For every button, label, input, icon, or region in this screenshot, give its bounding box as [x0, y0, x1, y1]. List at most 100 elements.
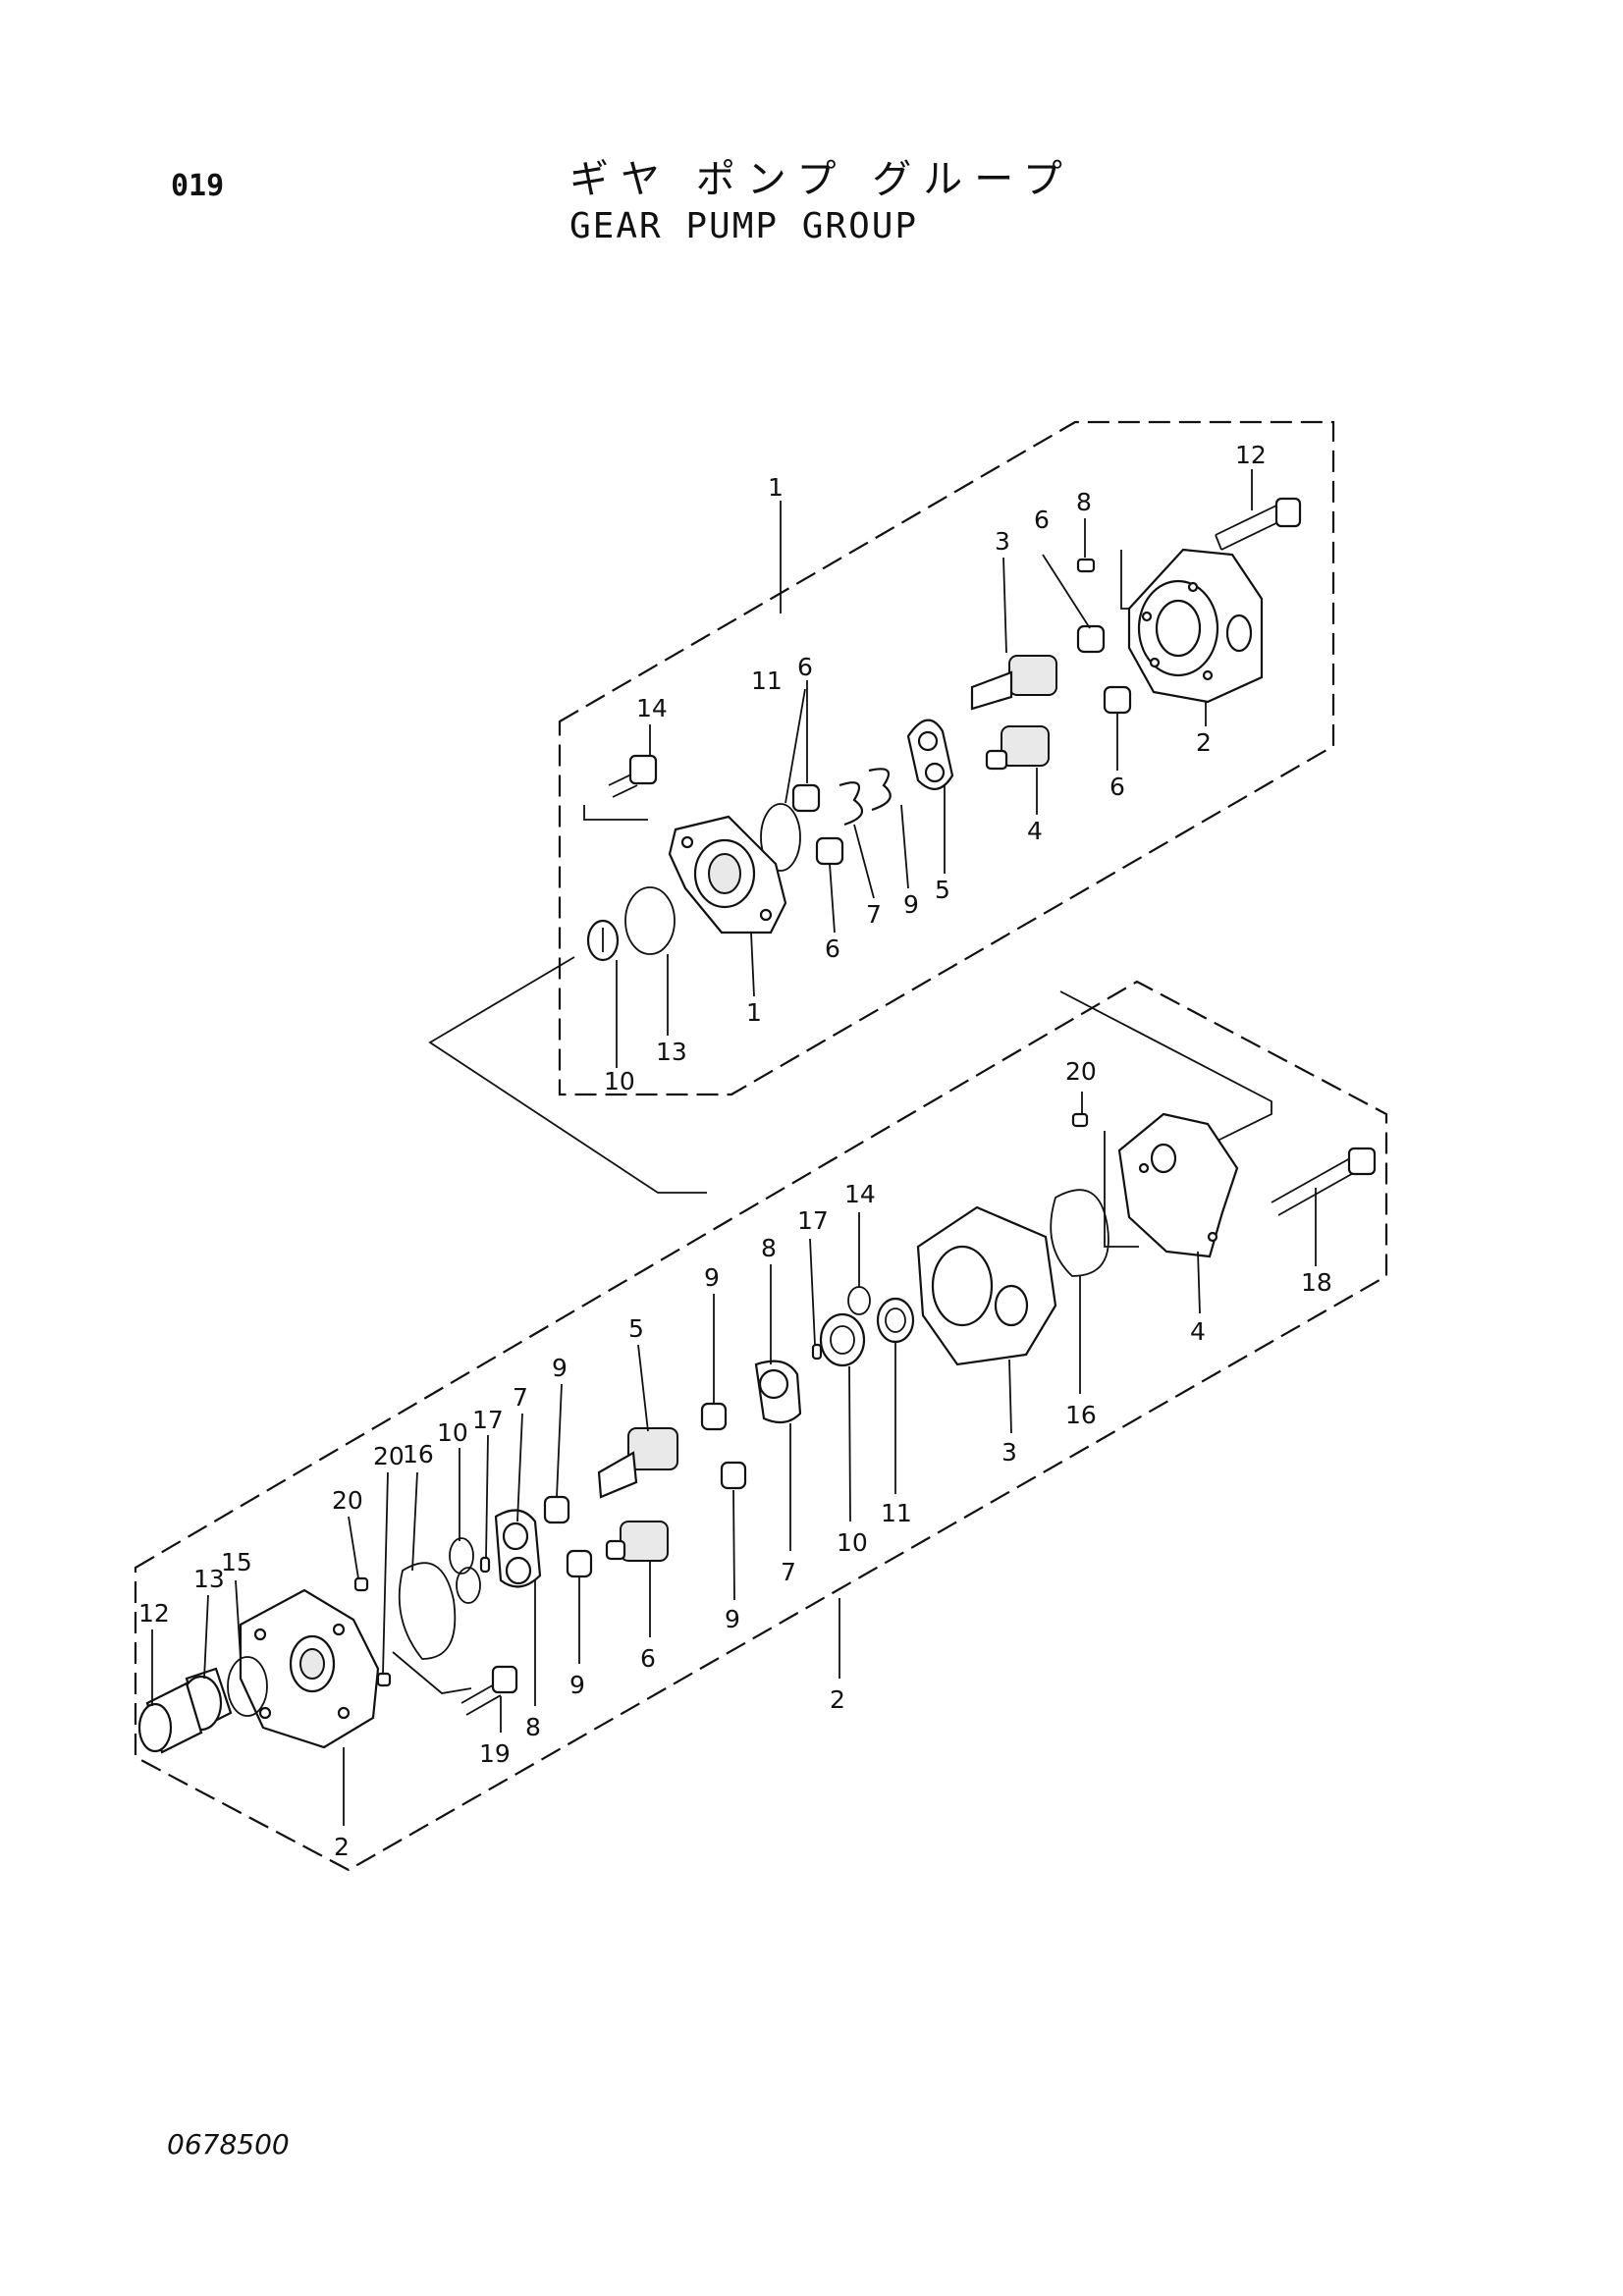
bushing-9-left — [543, 1495, 570, 1524]
bushing-9-top — [700, 1402, 728, 1431]
side-plate-7 — [494, 1509, 542, 1588]
callout-14: 14 — [636, 694, 668, 722]
o-ring-15 — [227, 1656, 268, 1717]
callout-3: 3 — [1001, 1438, 1017, 1467]
bushing-6-right — [1103, 685, 1132, 715]
callout-4: 4 — [1027, 817, 1043, 845]
drive-gear-5 — [597, 1427, 678, 1499]
lower-boundary — [134, 980, 1388, 1872]
bolt-18 — [1271, 1147, 1377, 1216]
lower-link-line-2 — [1104, 1131, 1139, 1248]
callout-8: 8 — [1076, 488, 1092, 516]
bushing-9-mid — [720, 1461, 747, 1490]
callout-17-mid: 17 — [472, 1406, 504, 1434]
side-plate-8 — [754, 1360, 802, 1424]
bushing-9-low — [566, 1549, 593, 1578]
callout-5: 5 — [628, 1314, 644, 1343]
callout-12: 12 — [1235, 441, 1267, 469]
wear-plate-5 — [906, 719, 954, 790]
lower-assembly: 20 14 17 8 9 5 18 9 7 17 10 20 16 20 15 … — [134, 980, 1388, 1872]
washer-10-right-inner — [830, 1325, 855, 1355]
o-ring-13 — [624, 886, 676, 955]
pin-20-top — [1071, 1112, 1089, 1128]
drawing-number: 0678500 — [167, 2128, 290, 2161]
callout-2-low: 2 — [334, 1833, 350, 1861]
callout-6-low: 6 — [825, 934, 840, 963]
callout-9-mid: 9 — [552, 1354, 568, 1382]
lower-link-line — [1059, 990, 1272, 1142]
pin-8 — [1076, 558, 1096, 573]
seal-14 — [847, 1286, 871, 1315]
washer-10-mid — [449, 1537, 474, 1575]
callout-14: 14 — [844, 1180, 876, 1208]
bolt-12 — [1215, 497, 1302, 551]
callout-10-right: 10 — [837, 1528, 868, 1557]
ring-17-top — [811, 1343, 823, 1361]
callout-18: 18 — [1301, 1268, 1332, 1297]
callout-1-low: 1 — [746, 998, 762, 1027]
title-japanese: ギヤ ポンプ グループ — [569, 157, 1074, 202]
callout-7: 7 — [866, 900, 882, 929]
upper-boundary — [558, 420, 1335, 1096]
drive-gear-3 — [970, 655, 1057, 711]
callout-7-low: 7 — [781, 1558, 796, 1586]
front-cover-2 — [239, 1588, 380, 1749]
o-ring-11 — [760, 803, 801, 872]
connector-line-to-lower — [428, 956, 707, 1194]
callout-13: 13 — [193, 1565, 225, 1593]
page-code: 019 — [171, 169, 225, 203]
callout-6-top: 6 — [1034, 506, 1050, 534]
bolt-19 — [460, 1665, 518, 1716]
callout-2: 2 — [1196, 728, 1212, 757]
flange-1 — [668, 815, 787, 934]
washer-10-mid-2 — [456, 1567, 481, 1604]
callout-5: 5 — [935, 876, 950, 904]
gasket-16-right — [1050, 1189, 1109, 1277]
pin-20-low — [376, 1672, 392, 1687]
washer-11-inner — [885, 1308, 906, 1333]
callout-10-mid: 10 — [437, 1418, 468, 1447]
driven-gear-4 — [985, 725, 1050, 771]
lower-link-line-3 — [392, 1651, 472, 1694]
end-cover-4 — [1117, 1112, 1239, 1258]
callout-15: 15 — [221, 1548, 252, 1576]
bushing-6-top — [1076, 624, 1106, 654]
callout-2-mid: 2 — [830, 1685, 845, 1714]
driven-gear-6 — [605, 1521, 669, 1562]
callout-16-mid: 16 — [403, 1440, 434, 1468]
housing-3 — [916, 1205, 1057, 1366]
bushing-12 — [137, 1682, 203, 1754]
seal-9 — [868, 768, 892, 812]
callout-10: 10 — [604, 1067, 635, 1095]
gasket-16-left — [398, 1562, 457, 1660]
upper-link-line — [583, 805, 648, 821]
washer-11 — [876, 1297, 915, 1344]
ring-17-mid — [479, 1556, 491, 1574]
callout-20-top: 20 — [1065, 1057, 1097, 1086]
callout-11: 11 — [881, 1499, 912, 1527]
callout-12: 12 — [138, 1599, 170, 1628]
callout-6-right: 6 — [1109, 773, 1125, 801]
washer-10-right — [819, 1312, 866, 1367]
callout-9-low: 9 — [725, 1605, 740, 1633]
bushing-6-low — [815, 836, 844, 866]
callout-9-bottom: 9 — [569, 1671, 585, 1699]
callout-17-top: 17 — [797, 1206, 829, 1235]
callout-9-top: 9 — [704, 1263, 720, 1292]
callout-9: 9 — [903, 890, 919, 919]
pin-20-mid — [353, 1576, 369, 1592]
callout-4: 4 — [1190, 1317, 1206, 1346]
callout-8-low: 8 — [525, 1713, 541, 1741]
seal-7 — [839, 781, 864, 827]
callout-6: 6 — [640, 1644, 656, 1673]
callout-19: 19 — [479, 1739, 511, 1768]
callout-13: 13 — [656, 1038, 687, 1066]
callout-1-top: 1 — [768, 473, 784, 502]
callout-20-mid: 20 — [373, 1442, 405, 1470]
callout-3: 3 — [995, 527, 1010, 556]
callout-8-top: 8 — [761, 1234, 777, 1262]
callout-7-top: 7 — [513, 1383, 528, 1412]
callout-16-right: 16 — [1065, 1401, 1097, 1429]
upper-assembly: 1 12 8 6 3 11 6 14 2 6 4 5 9 7 6 1 13 10 — [428, 420, 1335, 1194]
